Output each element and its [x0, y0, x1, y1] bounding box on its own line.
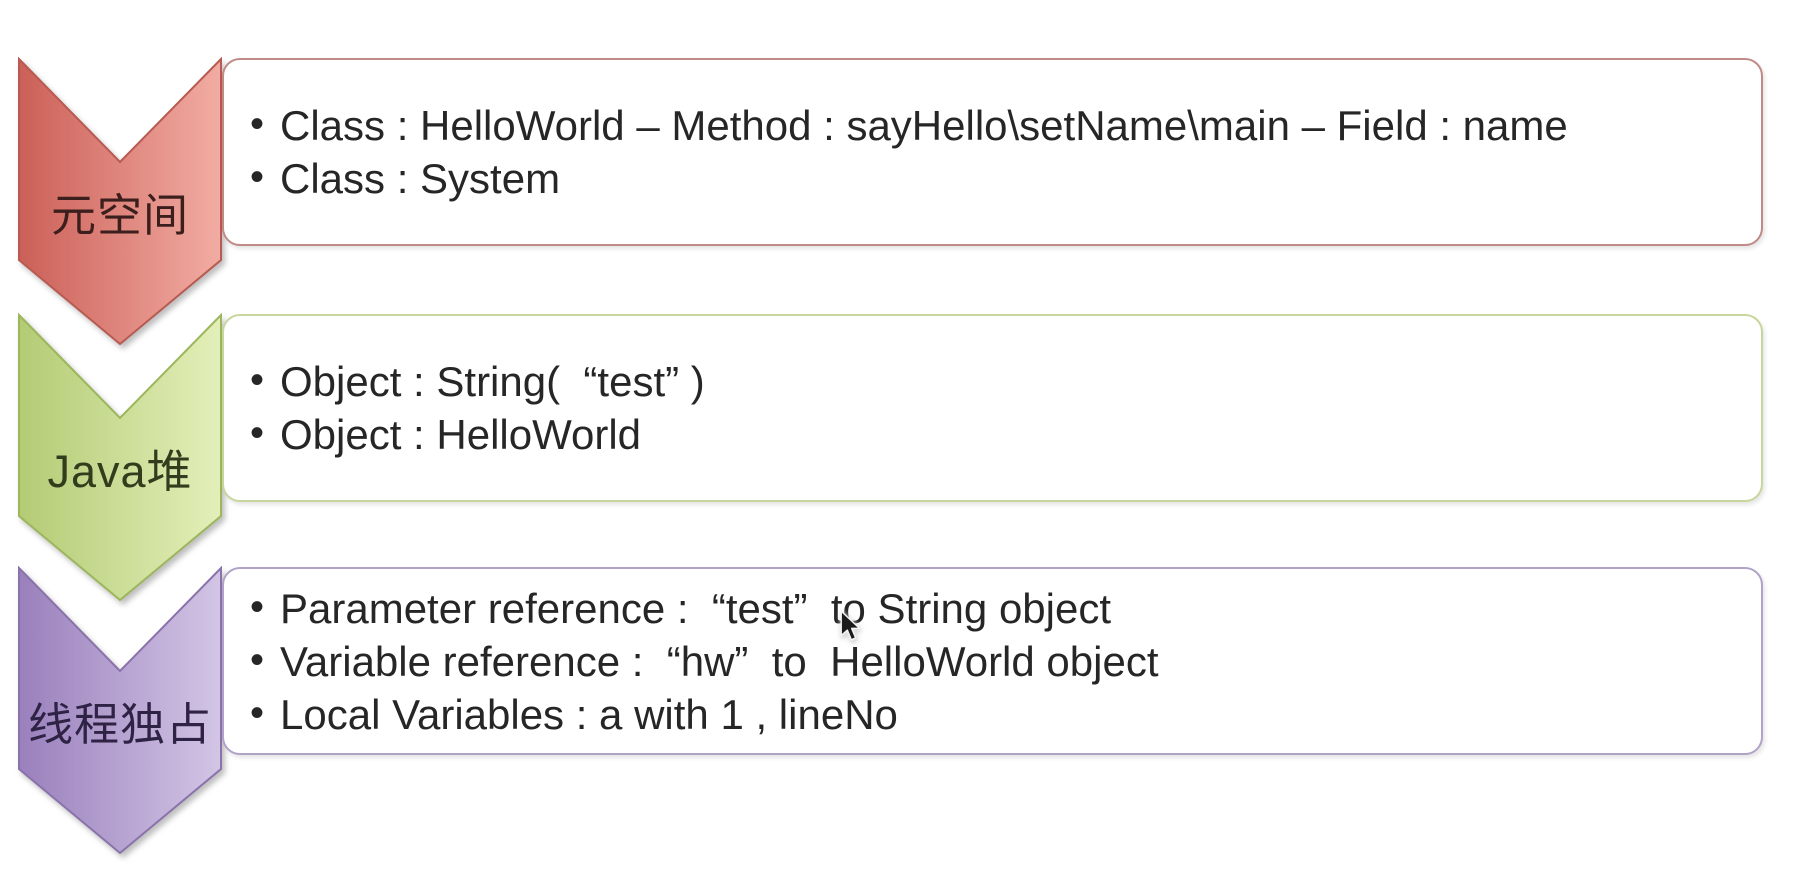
row-metaspace: 元空间 Class : HelloWorld – Method : sayHel… — [17, 57, 1777, 346]
bullet-list: Parameter reference : “test” to String o… — [224, 581, 1179, 741]
chevron-shape — [18, 566, 222, 855]
chevron-shape — [18, 57, 222, 346]
mouse-cursor-icon — [840, 610, 861, 641]
content-box-metaspace: Class : HelloWorld – Method : sayHello\s… — [222, 58, 1763, 246]
chevron-shape — [18, 313, 222, 602]
thread-exclusive-chevron — [18, 566, 222, 855]
row-java-heap: Java堆 Object : String( “test” ) Object :… — [17, 313, 1777, 602]
chevron-label-thread-exclusive: 线程独占 — [27, 698, 212, 750]
chevron-label-metaspace: 元空间 — [50, 189, 189, 241]
bullet-item: Local Variables : a with 1 , lineNo — [250, 687, 1159, 741]
bullet-item: Class : System — [250, 151, 1568, 205]
row-thread-exclusive: 线程独占 Parameter reference : “test” to Str… — [17, 566, 1777, 855]
java-heap-chevron — [18, 313, 222, 602]
bullet-item: Variable reference : “hw” to HelloWorld … — [250, 634, 1159, 688]
bullet-item: Object : String( “test” ) — [250, 354, 705, 408]
bullet-list: Class : HelloWorld – Method : sayHello\s… — [224, 98, 1588, 205]
chevron-label-java-heap: Java堆 — [47, 445, 193, 497]
bullet-item: Class : HelloWorld – Method : sayHello\s… — [250, 98, 1568, 152]
content-box-thread-exclusive: Parameter reference : “test” to String o… — [222, 567, 1763, 755]
bullet-list: Object : String( “test” ) Object : Hello… — [224, 354, 725, 461]
metaspace-chevron — [18, 57, 222, 346]
bullet-item: Object : HelloWorld — [250, 407, 705, 461]
content-box-java-heap: Object : String( “test” ) Object : Hello… — [222, 314, 1763, 502]
bullet-item: Parameter reference : “test” to String o… — [250, 581, 1159, 635]
